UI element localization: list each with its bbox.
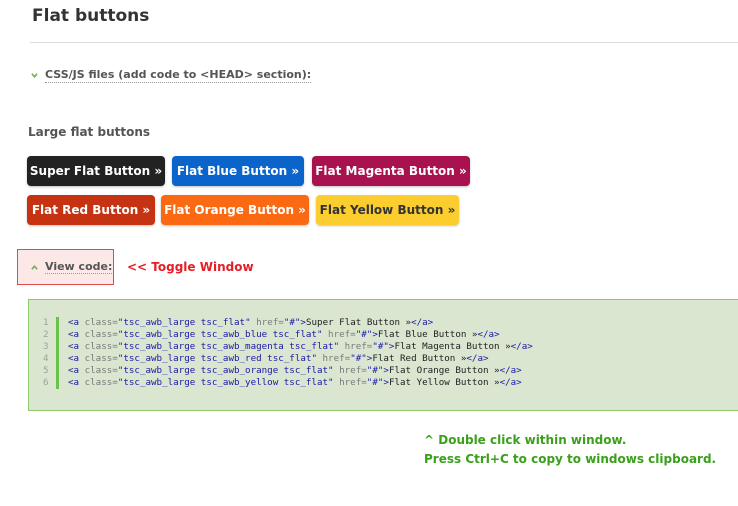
code-syntax: href= <box>333 377 367 388</box>
line-number: 6 <box>43 377 59 389</box>
code-syntax: href= <box>339 341 373 352</box>
line-number: 4 <box>43 353 59 365</box>
code-line: 5<a class="tsc_awb_large tsc_awb_orange … <box>43 365 533 377</box>
toggle-window-hint: << Toggle Window <box>127 260 254 274</box>
code-syntax: <a <box>68 377 80 388</box>
code-syntax: "#" <box>350 353 367 364</box>
code-syntax: "#" <box>372 341 389 352</box>
code-line: 6<a class="tsc_awb_large tsc_awb_yellow … <box>43 377 533 389</box>
code-syntax: > <box>372 329 378 340</box>
line-number: 1 <box>43 317 59 329</box>
code-syntax: <a <box>68 329 80 340</box>
code-link-text: Flat Orange Button » <box>388 365 500 376</box>
flat-orange-button[interactable]: Flat Orange Button » <box>161 195 309 225</box>
page-title: Flat buttons <box>32 6 150 26</box>
code-line: 2<a class="tsc_awb_large tsc_awb_blue ts… <box>43 329 533 341</box>
code-syntax: href= <box>316 353 351 364</box>
code-syntax: </a> <box>477 329 500 340</box>
code-link-text: Flat Magenta Button » <box>394 341 511 352</box>
chevron-up-icon <box>31 264 38 270</box>
code-syntax: " <box>316 329 323 340</box>
code-link-text: Flat Yellow Button » <box>388 377 500 388</box>
code-link-text: Super Flat Button » <box>305 317 412 328</box>
code-syntax: " <box>328 377 334 388</box>
code-syntax: " <box>245 317 251 328</box>
code-syntax: class= <box>79 317 118 328</box>
code-syntax: " <box>117 341 124 352</box>
code-line: 4<a class="tsc_awb_large tsc_awb_red tsc… <box>43 353 533 365</box>
code-class-value: tsc_awb_large tsc_flat <box>123 317 246 328</box>
code-syntax: class= <box>79 329 118 340</box>
css-files-toggle-label: CSS/JS files (add code to <HEAD> section… <box>45 68 312 83</box>
code-syntax: " <box>311 353 317 364</box>
title-divider <box>30 42 738 43</box>
code-syntax: <a <box>68 365 80 376</box>
code-content: <a class="tsc_awb_large tsc_awb_blue tsc… <box>68 329 500 341</box>
code-syntax: <a <box>68 341 80 352</box>
section-heading: Large flat buttons <box>28 125 151 139</box>
code-syntax: class= <box>79 353 118 364</box>
code-syntax: " <box>117 329 124 340</box>
code-syntax: </a> <box>499 377 522 388</box>
copy-tip-line-2: Press Ctrl+C to copy to windows clipboar… <box>424 452 717 466</box>
code-content: <a class="tsc_awb_large tsc_flat" href="… <box>68 317 433 329</box>
code-syntax: class= <box>79 341 118 352</box>
line-number: 5 <box>43 365 59 377</box>
code-content: <a class="tsc_awb_large tsc_awb_red tsc_… <box>68 353 489 365</box>
code-line: 3<a class="tsc_awb_large tsc_awb_magenta… <box>43 341 533 353</box>
code-syntax: <a <box>68 317 80 328</box>
code-lines: 1<a class="tsc_awb_large tsc_flat" href=… <box>43 317 533 389</box>
code-syntax: " <box>328 365 334 376</box>
code-syntax: href= <box>250 317 284 328</box>
code-syntax: " <box>333 341 340 352</box>
code-link-text: Flat Red Button » <box>372 353 467 364</box>
line-number: 2 <box>43 329 59 341</box>
copy-tip-line-1: ^ Double click within window. <box>424 433 627 447</box>
code-syntax: > <box>300 317 306 328</box>
code-syntax: " <box>117 353 124 364</box>
code-syntax: "#" <box>366 365 384 376</box>
code-class-value: tsc_awb_large tsc_awb_magenta tsc_flat <box>123 341 334 352</box>
code-syntax: > <box>383 365 389 376</box>
code-syntax: </a> <box>510 341 533 352</box>
view-code-toggle[interactable]: View code: <box>17 249 114 285</box>
code-syntax: " <box>117 377 124 388</box>
code-syntax: > <box>383 377 389 388</box>
flat-yellow-button[interactable]: Flat Yellow Button » <box>316 195 459 225</box>
code-syntax: </a> <box>466 353 489 364</box>
flat-magenta-button[interactable]: Flat Magenta Button » <box>312 156 470 186</box>
code-syntax: "#" <box>355 329 373 340</box>
code-syntax: "#" <box>283 317 301 328</box>
code-syntax: "#" <box>366 377 384 388</box>
code-syntax: > <box>366 353 373 364</box>
code-content: <a class="tsc_awb_large tsc_awb_orange t… <box>68 365 522 377</box>
flat-blue-button[interactable]: Flat Blue Button » <box>172 156 304 186</box>
code-syntax: class= <box>79 377 118 388</box>
code-class-value: tsc_awb_large tsc_awb_red tsc_flat <box>123 353 312 364</box>
code-syntax: <a <box>68 353 80 364</box>
code-syntax: " <box>117 317 124 328</box>
code-link-text: Flat Blue Button » <box>377 329 478 340</box>
code-syntax: href= <box>322 329 356 340</box>
code-syntax: " <box>117 365 124 376</box>
code-class-value: tsc_awb_large tsc_awb_blue tsc_flat <box>123 329 317 340</box>
code-class-value: tsc_awb_large tsc_awb_orange tsc_flat <box>123 365 329 376</box>
view-code-label: View code: <box>45 260 113 274</box>
flat-red-button[interactable]: Flat Red Button » <box>27 195 155 225</box>
code-class-value: tsc_awb_large tsc_awb_yellow tsc_flat <box>123 377 329 388</box>
code-syntax: > <box>388 341 395 352</box>
code-syntax: href= <box>333 365 367 376</box>
code-syntax: </a> <box>499 365 522 376</box>
code-content: <a class="tsc_awb_large tsc_awb_magenta … <box>68 341 533 353</box>
line-number: 3 <box>43 341 59 353</box>
super-flat-button[interactable]: Super Flat Button » <box>27 156 165 186</box>
css-files-toggle[interactable]: CSS/JS files (add code to <HEAD> section… <box>31 68 312 83</box>
code-syntax: class= <box>79 365 118 376</box>
code-content: <a class="tsc_awb_large tsc_awb_yellow t… <box>68 377 522 389</box>
code-window[interactable]: 1<a class="tsc_awb_large tsc_flat" href=… <box>28 299 738 411</box>
chevron-down-icon <box>31 73 38 79</box>
code-syntax: </a> <box>411 317 434 328</box>
code-line: 1<a class="tsc_awb_large tsc_flat" href=… <box>43 317 533 329</box>
